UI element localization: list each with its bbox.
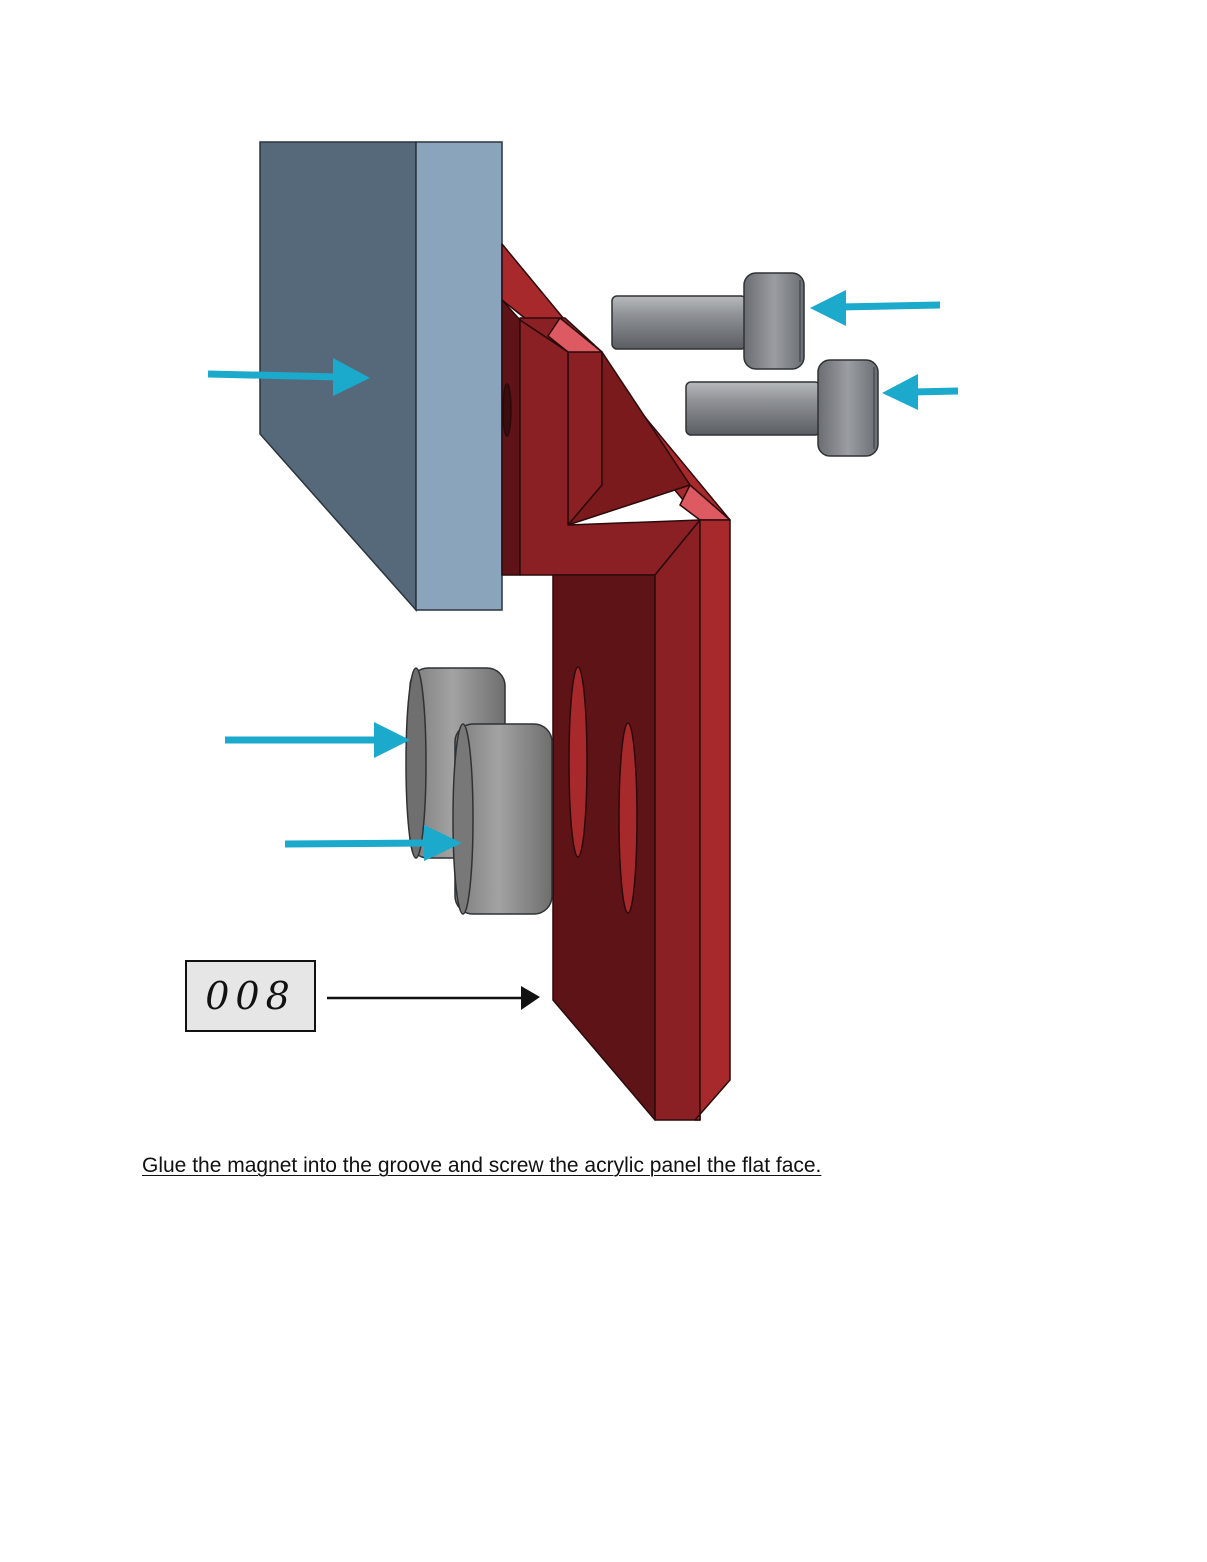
arrow-to-magnet-front bbox=[284, 825, 462, 861]
assembly-arrows bbox=[207, 290, 959, 861]
bracket-lower-plate-side bbox=[694, 519, 731, 1121]
screw-upper-shank bbox=[611, 295, 747, 350]
bracket-hole-upper bbox=[502, 383, 512, 437]
screw-upper-head bbox=[743, 272, 805, 370]
arrow-to-panel bbox=[207, 358, 370, 396]
assembly-instruction: Glue the magnet into the groove and scre… bbox=[142, 1154, 822, 1177]
part-number-label: 008 bbox=[185, 960, 316, 1032]
screw-lower-shank bbox=[685, 381, 821, 436]
arrow-to-magnet-back bbox=[225, 722, 410, 758]
part-label-leader bbox=[327, 986, 540, 1010]
bracket-hole-lower-right bbox=[618, 722, 638, 914]
bracket-lower-plate-front bbox=[552, 574, 656, 1121]
arrow-to-screw-upper bbox=[810, 290, 941, 326]
part-number-text: 008 bbox=[205, 974, 296, 1018]
bracket-lower-plate-edge bbox=[654, 519, 701, 1121]
acrylic-panel-edge-face bbox=[415, 141, 503, 611]
arrow-to-screw-lower bbox=[882, 374, 959, 410]
bracket bbox=[501, 243, 731, 1121]
screw-upper bbox=[611, 272, 805, 370]
screw-lower-head bbox=[817, 359, 879, 457]
bracket-upper-wall bbox=[501, 299, 521, 576]
screw-lower bbox=[685, 359, 879, 457]
bracket-hole-lower-left bbox=[568, 666, 588, 858]
magnet-front bbox=[452, 723, 553, 915]
